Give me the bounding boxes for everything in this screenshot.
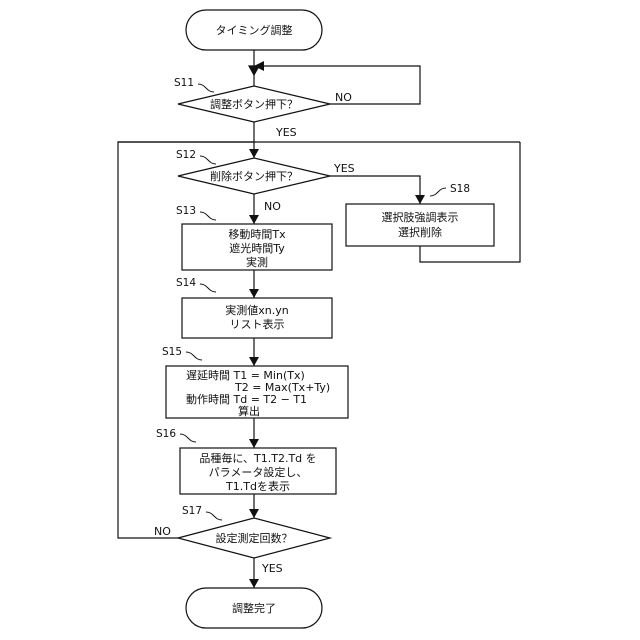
step-label-s18: S18 bbox=[450, 183, 470, 195]
process-measure-line2: 遮光時間Ty bbox=[229, 241, 285, 255]
arrowhead bbox=[249, 215, 259, 224]
arrowhead bbox=[249, 509, 259, 518]
decision-delete-pressed-text: 削除ボタン押下？ bbox=[210, 169, 298, 183]
leader-s12 bbox=[200, 156, 216, 164]
start-terminal-text: タイミング調整 bbox=[216, 23, 293, 37]
process-set-params-line3: T1.Tdを表示 bbox=[225, 479, 290, 493]
process-list-display-line1: 実測値xn.yn bbox=[225, 303, 288, 317]
process-list-display-line2: リスト表示 bbox=[230, 317, 285, 331]
end-terminal-text: 調整完了 bbox=[232, 601, 276, 615]
process-set-params-line2: パラメータ設定し、 bbox=[209, 465, 308, 479]
step-label-s15: S15 bbox=[162, 346, 182, 358]
leader-s11 bbox=[198, 84, 214, 92]
leader-s15 bbox=[186, 352, 202, 360]
leader-s18 bbox=[430, 188, 446, 196]
branch-label-s12-no: NO bbox=[264, 200, 281, 213]
step-label-s14: S14 bbox=[176, 277, 196, 289]
decision-count-reached-text: 設定測定回数？ bbox=[216, 531, 293, 545]
branch-label-s11-no: NO bbox=[335, 91, 352, 104]
arrowhead bbox=[249, 357, 259, 366]
step-label-s12: S12 bbox=[176, 149, 196, 161]
process-set-params-line1: 品種毎に、T1.T2.Td を bbox=[199, 451, 316, 465]
branch-label-s11-yes: YES bbox=[275, 126, 297, 139]
leader-s13 bbox=[200, 212, 216, 220]
leader-s14 bbox=[200, 284, 216, 292]
decision-adjust-pressed-text: 調整ボタン押下？ bbox=[210, 97, 298, 111]
step-label-s17: S17 bbox=[182, 505, 202, 517]
arrowhead bbox=[249, 289, 259, 298]
branch-label-s12-yes: YES bbox=[333, 162, 355, 175]
leader-s17 bbox=[206, 512, 222, 520]
process-calc-line4: 算出 bbox=[238, 404, 260, 418]
branch-label-s17-no: NO bbox=[154, 525, 171, 538]
arrowhead bbox=[249, 439, 259, 448]
arrowhead bbox=[249, 579, 259, 588]
arrowhead bbox=[249, 149, 259, 158]
leader-s16 bbox=[180, 434, 196, 442]
step-label-s13: S13 bbox=[176, 205, 196, 217]
process-calc-line3: 動作時間 Td = T2 − T1 bbox=[186, 392, 307, 406]
arrowhead bbox=[415, 195, 425, 204]
connector-s12-s18 bbox=[330, 176, 420, 204]
branch-label-s17-yes: YES bbox=[261, 562, 283, 575]
process-delete-selection-line2: 選択削除 bbox=[398, 225, 442, 239]
step-label-s11: S11 bbox=[174, 77, 194, 89]
process-delete-selection-line1: 選択肢強調表示 bbox=[382, 210, 459, 224]
process-measure-line1: 移動時間Tx bbox=[228, 227, 286, 241]
process-measure-line3: 実測 bbox=[246, 255, 268, 269]
step-label-s16: S16 bbox=[156, 428, 176, 440]
